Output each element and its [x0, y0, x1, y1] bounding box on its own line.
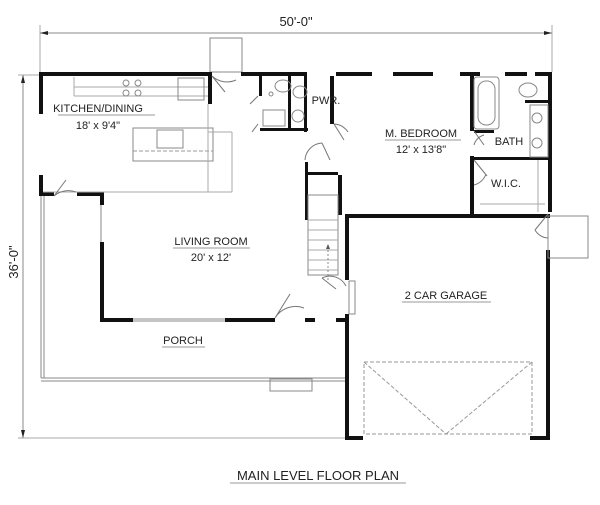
- room-label-kitchen: KITCHEN/DINING: [53, 103, 143, 115]
- powder-fixtures: [262, 79, 308, 127]
- room-label-bath: BATH: [495, 136, 524, 148]
- stairs: [307, 194, 339, 280]
- porch-outline: [40, 196, 345, 392]
- exterior-walls: [39, 72, 552, 440]
- room-size-living-room: 20' x 12': [191, 252, 231, 264]
- kitchen-fixtures: [43, 77, 233, 193]
- doors: [53, 75, 589, 319]
- garage-door: [363, 361, 533, 435]
- depth-dimension-line: [18, 74, 345, 439]
- room-label-porch: PORCH: [163, 335, 203, 347]
- plan-title: MAIN LEVEL FLOOR PLAN: [237, 468, 399, 483]
- room-label-garage: 2 CAR GARAGE: [405, 290, 488, 302]
- depth-dimension: 36'-0": [6, 245, 21, 279]
- room-size-kitchen: 18' x 9'4": [76, 120, 120, 132]
- room-label-master-bedroom: M. BEDROOM: [385, 128, 457, 140]
- width-dimension: 50'-0": [279, 14, 313, 29]
- room-label-living-room: LIVING ROOM: [174, 236, 247, 248]
- width-dimension-line: [39, 25, 553, 72]
- room-label-wic: W.I.C.: [491, 178, 521, 190]
- room-label-powder: PWR.: [312, 95, 341, 107]
- room-size-master-bedroom: 12' x 13'8": [396, 144, 446, 156]
- master-bath-fixtures: [473, 76, 549, 212]
- interior-walls: [208, 72, 548, 220]
- chimney-box: [209, 37, 243, 73]
